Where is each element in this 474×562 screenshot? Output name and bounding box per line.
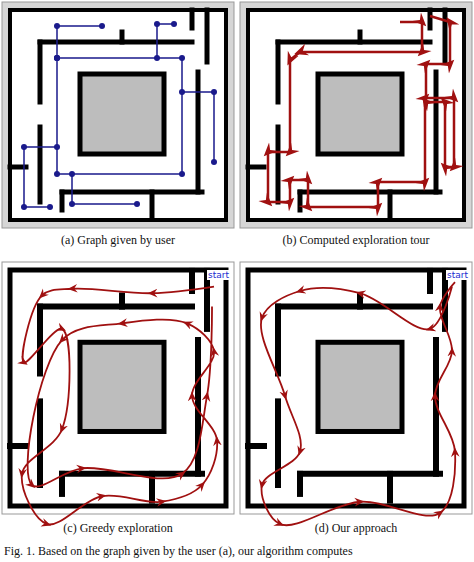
maze-wall [119, 295, 125, 306]
maze-wall [205, 10, 210, 62]
maze-wall [276, 42, 281, 102]
graph-vertex [54, 23, 60, 29]
graph-vertex [54, 171, 60, 177]
maze-panel [2, 262, 234, 525]
subfigure-caption: (b) Computed exploration tour [283, 233, 430, 248]
maze-wall [40, 40, 192, 45]
graph-vertex [134, 201, 140, 207]
maze-wall [248, 165, 264, 170]
robot-trajectory [22, 287, 217, 525]
maze-wall [37, 401, 43, 485]
maze-panel [240, 262, 472, 525]
maze-wall [433, 340, 439, 474]
graph-vertex [179, 171, 185, 177]
graph-vertex [69, 171, 75, 177]
maze-wall [358, 32, 363, 42]
maze-boundary [248, 270, 464, 506]
maze-wall [37, 307, 43, 374]
outer-frame [2, 262, 234, 514]
maze-wall [300, 471, 440, 477]
maze-boundary [10, 10, 226, 220]
maze-wall [443, 10, 448, 62]
graph-edge [72, 174, 137, 204]
subfigure-caption: (a) Graph given by user [61, 233, 175, 248]
graph-vertex [179, 55, 185, 61]
graph-vertex [211, 159, 217, 165]
maze-wall [189, 271, 195, 291]
maze-wall [62, 190, 202, 195]
subfigure-caption: (c) Greedy exploration [63, 521, 172, 536]
exploration-tour [268, 16, 454, 207]
start-marker: start [446, 270, 469, 280]
graph-vertex [154, 21, 160, 27]
outer-frame [2, 2, 234, 228]
graph-vertex [69, 201, 75, 207]
maze-wall [300, 190, 440, 195]
graph-edge [182, 92, 214, 162]
maze-wall [196, 72, 201, 192]
maze-wall [297, 474, 303, 494]
maze-wall [276, 127, 281, 202]
center-obstacle [80, 342, 164, 431]
graph-vertex [154, 55, 160, 61]
maze-wall [427, 271, 433, 291]
maze-panel [2, 2, 234, 228]
graph-vertex [54, 55, 60, 61]
subfigure-caption: (d) Our approach [315, 521, 398, 536]
graph-edge [157, 24, 174, 58]
maze-wall [120, 32, 125, 42]
maze-boundary [248, 10, 464, 220]
maze-wall [248, 443, 264, 449]
maze-wall [38, 42, 43, 102]
maze-wall [278, 304, 430, 310]
center-obstacle [318, 74, 402, 154]
maze-wall [434, 72, 439, 192]
graph-vertex [54, 55, 60, 61]
maze-wall [387, 474, 393, 501]
maze-wall [428, 10, 433, 28]
maze-panel [240, 2, 472, 228]
center-obstacle [318, 342, 402, 431]
graph-vertex [21, 204, 27, 210]
maze-wall [10, 443, 26, 449]
maze-wall [38, 127, 43, 202]
graph-vertex [171, 21, 177, 27]
maze-wall [40, 304, 192, 310]
graph-vertex [54, 144, 60, 150]
graph-vertex [21, 144, 27, 150]
maze-wall [150, 192, 155, 216]
start-marker: start [207, 270, 230, 280]
graph-edge [24, 147, 57, 207]
outer-frame [240, 2, 472, 228]
robot-trajectory [261, 282, 455, 525]
graph-vertex [99, 23, 105, 29]
graph-vertex [179, 89, 185, 95]
maze-wall [190, 10, 195, 28]
maze-wall [357, 295, 363, 306]
graph-edge [57, 26, 102, 58]
graph-edge [57, 58, 182, 174]
maze-wall [275, 307, 281, 374]
graph-vertex [54, 55, 60, 61]
maze-wall [298, 192, 303, 210]
maze-wall [278, 40, 430, 45]
center-obstacle [80, 74, 164, 154]
figure-caption: Fig. 1. Based on the graph given by the … [4, 544, 353, 559]
graph-vertex [211, 89, 217, 95]
maze-wall [388, 192, 393, 216]
graph-vertex [47, 204, 53, 210]
maze-wall [60, 192, 65, 210]
